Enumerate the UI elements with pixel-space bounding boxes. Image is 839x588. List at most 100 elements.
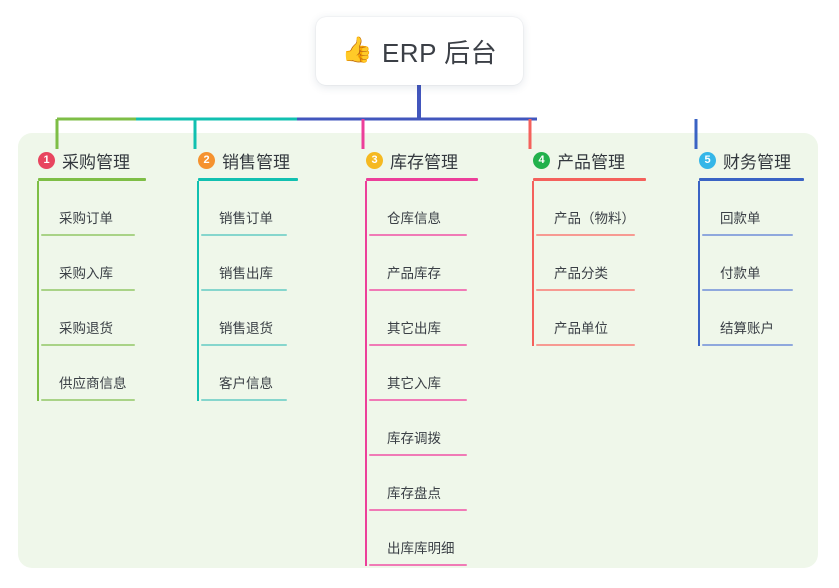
- branch-item[interactable]: 产品单位: [536, 291, 646, 346]
- branch-item-list: 销售订单销售出库销售退货客户信息: [179, 181, 298, 401]
- branch-item[interactable]: 结算账户: [702, 291, 804, 346]
- branch-item[interactable]: 仓库信息: [369, 181, 478, 236]
- branch-item-label: 产品分类: [554, 266, 608, 281]
- branch-number-badge: 3: [366, 151, 383, 169]
- branch-item-underline: [702, 289, 793, 291]
- branch-item-label: 库存盘点: [387, 486, 441, 501]
- branch-item-label: 销售退货: [219, 321, 273, 336]
- branch-header-1[interactable]: 1 采购管理: [19, 148, 146, 172]
- branch-header-3[interactable]: 3 库存管理: [347, 148, 478, 172]
- branch-number-badge: 5: [699, 151, 716, 169]
- branch-item-underline: [369, 289, 467, 291]
- branch-item-label: 采购退货: [59, 321, 113, 336]
- branch-header-underline: [198, 178, 298, 181]
- branch-item-underline: [369, 564, 467, 566]
- branch-item[interactable]: 出库库明细: [369, 511, 478, 566]
- branch-spine: [698, 181, 700, 346]
- branch-number-badge: 2: [198, 151, 215, 169]
- branch-item-underline: [369, 509, 467, 511]
- branch-item-underline: [201, 399, 287, 401]
- branch-item-label: 其它出库: [387, 321, 441, 336]
- diagram-panel-background: [18, 133, 818, 568]
- branch-item-list: 产品（物料） 产品分类产品单位: [514, 181, 646, 346]
- branch-spine: [365, 181, 367, 566]
- branch-item[interactable]: 销售出库: [201, 236, 298, 291]
- branch-item-label: 产品库存: [387, 266, 441, 281]
- branch-column-1: 1 采购管理采购订单采购入库采购退货供应商信息: [19, 148, 146, 401]
- branch-item-underline: [41, 399, 135, 401]
- branch-number-badge: 1: [38, 151, 55, 169]
- branch-item-label: 产品（物料）: [554, 211, 635, 226]
- branch-item-label: 出库库明细: [387, 541, 455, 556]
- branch-column-5: 5 财务管理回款单付款单结算账户: [680, 148, 804, 346]
- branch-item-label: 结算账户: [720, 321, 774, 336]
- branch-item[interactable]: 采购退货: [41, 291, 146, 346]
- branch-spine: [197, 181, 199, 401]
- branch-item[interactable]: 产品（物料）: [536, 181, 646, 236]
- branch-item-underline: [41, 234, 135, 236]
- branch-item[interactable]: 销售订单: [201, 181, 298, 236]
- branch-item[interactable]: 产品库存: [369, 236, 478, 291]
- connector-bus-segment-2: [136, 117, 297, 121]
- branch-item-underline: [369, 399, 467, 401]
- branch-item-label: 库存调拨: [387, 431, 441, 446]
- branch-item-list: 仓库信息产品库存其它出库其它入库库存调拨库存盘点出库库明细: [347, 181, 478, 566]
- branch-header-underline: [366, 178, 478, 181]
- branch-item-label: 销售出库: [219, 266, 273, 281]
- branch-title: 销售管理: [222, 152, 290, 172]
- root-node[interactable]: 👍 ERP 后台: [316, 17, 523, 85]
- branch-title: 产品管理: [557, 152, 625, 172]
- branch-item-underline: [702, 344, 793, 346]
- branch-item-label: 回款单: [720, 211, 761, 226]
- branch-item-underline: [369, 234, 467, 236]
- branch-item[interactable]: 采购订单: [41, 181, 146, 236]
- branch-item-underline: [201, 234, 287, 236]
- branch-item-list: 回款单付款单结算账户: [680, 181, 804, 346]
- branch-spine: [37, 181, 39, 401]
- branch-item[interactable]: 其它入库: [369, 346, 478, 401]
- branch-item[interactable]: 库存盘点: [369, 456, 478, 511]
- branch-item-list: 采购订单采购入库采购退货供应商信息: [19, 181, 146, 401]
- branch-header-5[interactable]: 5 财务管理: [680, 148, 804, 172]
- branch-item-label: 仓库信息: [387, 211, 441, 226]
- branch-item-underline: [702, 234, 793, 236]
- branch-item[interactable]: 付款单: [702, 236, 804, 291]
- branch-title: 库存管理: [390, 152, 458, 172]
- branch-item-label: 其它入库: [387, 376, 441, 391]
- connector-root-trunk: [417, 85, 421, 121]
- branch-item-label: 供应商信息: [59, 376, 127, 391]
- branch-spine: [532, 181, 534, 346]
- branch-title: 采购管理: [62, 152, 130, 172]
- branch-title: 财务管理: [723, 152, 791, 172]
- branch-item[interactable]: 其它出库: [369, 291, 478, 346]
- connector-bus-segment-1: [57, 117, 136, 121]
- branch-header-underline: [533, 178, 646, 181]
- branch-item-label: 采购入库: [59, 266, 113, 281]
- branch-item[interactable]: 回款单: [702, 181, 804, 236]
- branch-header-underline: [38, 178, 146, 181]
- branch-item[interactable]: 产品分类: [536, 236, 646, 291]
- branch-item[interactable]: 库存调拨: [369, 401, 478, 456]
- branch-item-underline: [369, 344, 467, 346]
- branch-header-2[interactable]: 2 销售管理: [179, 148, 298, 172]
- branch-item-underline: [41, 344, 135, 346]
- branch-item-underline: [201, 344, 287, 346]
- branch-item-label: 产品单位: [554, 321, 608, 336]
- branch-column-3: 3 库存管理仓库信息产品库存其它出库其它入库库存调拨库存盘点出库库明细: [347, 148, 478, 566]
- branch-item-underline: [536, 234, 635, 236]
- branch-item[interactable]: 客户信息: [201, 346, 298, 401]
- branch-item-label: 销售订单: [219, 211, 273, 226]
- branch-item-label: 付款单: [720, 266, 761, 281]
- branch-column-2: 2 销售管理销售订单销售出库销售退货客户信息: [179, 148, 298, 401]
- branch-item[interactable]: 销售退货: [201, 291, 298, 346]
- connector-bus-segment-3: [297, 117, 537, 121]
- branch-item-underline: [201, 289, 287, 291]
- branch-item[interactable]: 采购入库: [41, 236, 146, 291]
- thumbs-up-icon: 👍: [341, 35, 373, 64]
- branch-item-underline: [369, 454, 467, 456]
- branch-item[interactable]: 供应商信息: [41, 346, 146, 401]
- branch-item-underline: [41, 289, 135, 291]
